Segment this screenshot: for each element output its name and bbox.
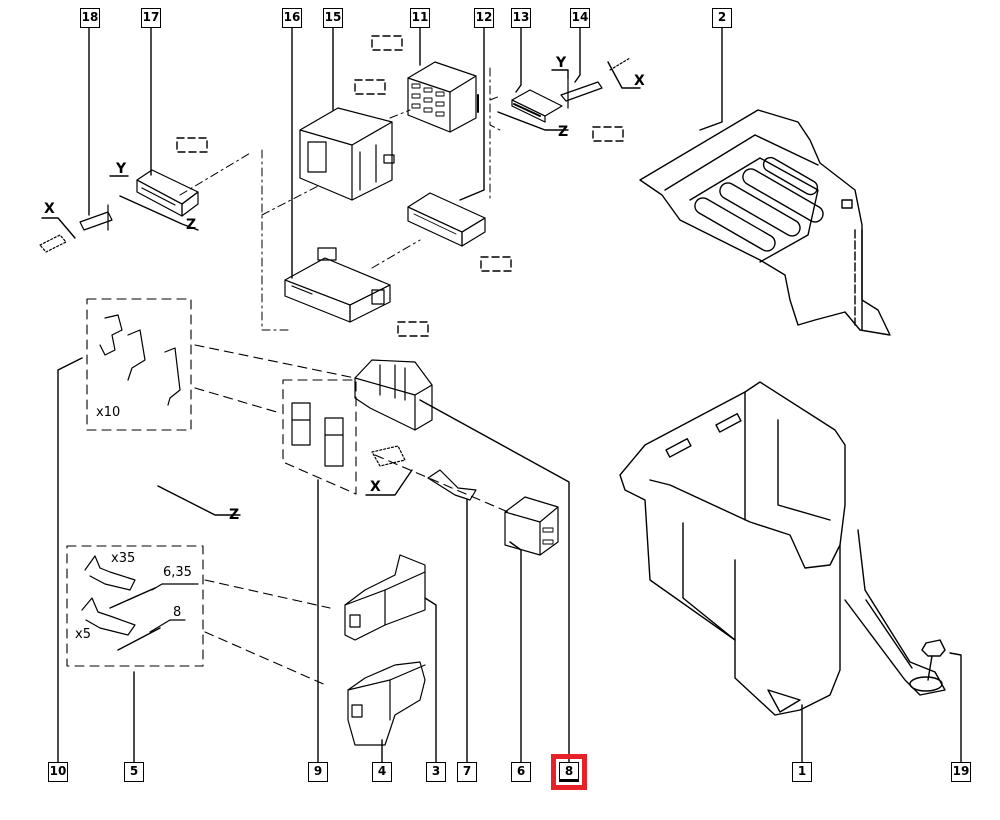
blank-reference-boxes [177,36,623,336]
callout-8-highlighted[interactable]: 8 [551,754,587,790]
axis-label-z: Z [186,217,197,233]
part-8-relay-base [355,360,432,430]
axis-label-y: Y [556,55,567,71]
terminals-x35-x5 [82,556,198,650]
axis-label-x: X [370,479,381,495]
part-16-connector [285,248,390,322]
terminals-x10 [100,315,180,405]
part-6-relay [505,497,558,555]
axis-label-z: Z [558,124,569,140]
callout-5[interactable]: 5 [124,762,144,782]
callout-3[interactable]: 3 [426,762,446,782]
quantity-label-x5: x5 [75,627,91,642]
axis-label-x: X [44,201,55,217]
callout-12[interactable]: 12 [474,8,494,28]
callout-11[interactable]: 11 [410,8,430,28]
part-18-terminal [40,205,112,252]
part-13-connector [512,90,562,122]
callout-14[interactable]: 14 [570,8,590,28]
quantity-label-x35: x35 [111,551,136,566]
callout-15[interactable]: 15 [323,8,343,28]
callout-19[interactable]: 19 [951,762,971,782]
callout-10[interactable]: 10 [48,762,68,782]
dash-dot-lines [180,68,500,330]
leader-lines [58,28,961,762]
callout-7[interactable]: 7 [457,762,477,782]
part-12-connector [408,193,485,246]
size-label-8: 8 [173,605,182,620]
part-7-terminal [372,446,476,500]
part-3-fuse-block [345,555,425,640]
dashed-lines [67,299,515,686]
size-label-6-35: 6,35 [163,565,192,580]
part-15-connector [300,108,394,200]
part-1-housing [620,382,945,715]
axis-label-x: X [634,73,645,89]
axis-label-z: Z [229,507,240,523]
part-9-fuse-holders [292,403,343,466]
callout-2[interactable]: 2 [712,8,732,28]
part-14-terminal [561,58,630,108]
part-17-connector [137,170,198,216]
part-4-fuse-block [348,662,425,745]
axis-indicators [42,62,640,515]
callout-6[interactable]: 6 [511,762,531,782]
callout-9[interactable]: 9 [308,762,328,782]
callout-13[interactable]: 13 [511,8,531,28]
callout-16[interactable]: 16 [282,8,302,28]
axis-label-y: Y [116,161,127,177]
callout-17[interactable]: 17 [141,8,161,28]
quantity-label-x10: x10 [96,405,121,420]
callout-18[interactable]: 18 [80,8,100,28]
part-11-connector [408,62,478,132]
part-2-cover [640,110,890,335]
callout-4[interactable]: 4 [372,762,392,782]
callout-1[interactable]: 1 [792,762,812,782]
